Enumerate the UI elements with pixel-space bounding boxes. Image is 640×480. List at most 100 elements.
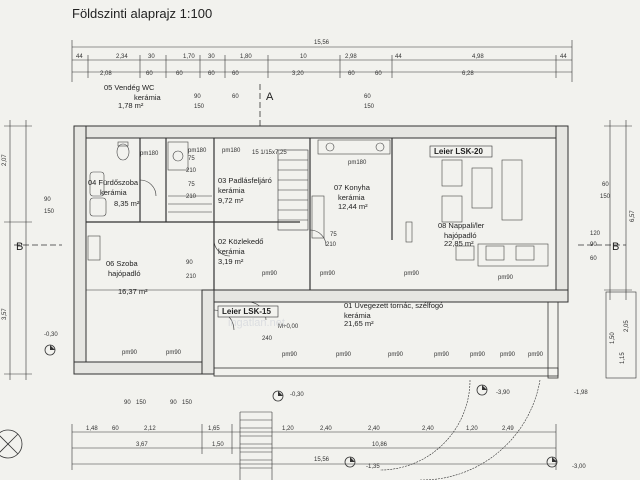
room-name: 08 Nappali/ler: [438, 221, 485, 230]
room-floor: kerámia: [338, 193, 366, 202]
leier-lsk-20: Leier LSK-20: [429, 145, 493, 158]
svg-text:30: 30: [148, 54, 155, 60]
room-floor: hajópadló: [444, 231, 477, 240]
svg-text:120: 120: [590, 231, 601, 237]
svg-text:2,12: 2,12: [144, 426, 156, 432]
svg-text:2,40: 2,40: [368, 426, 380, 432]
svg-text:pm90: pm90: [470, 352, 486, 358]
svg-text:1,20: 1,20: [282, 426, 294, 432]
room-floor: kerámia: [344, 311, 372, 320]
svg-text:pm180: pm180: [222, 148, 241, 154]
room-floor: kerámia: [218, 186, 246, 195]
left-dimension-1: 2,07: [2, 154, 8, 166]
svg-text:A: A: [266, 91, 274, 103]
room-name: 07 Konyha: [334, 183, 371, 192]
svg-text:10: 10: [300, 54, 307, 60]
room-name: 06 Szoba: [106, 259, 139, 268]
room-area: 3,19 m²: [218, 257, 244, 266]
svg-text:pm90: pm90: [404, 271, 420, 277]
svg-text:44: 44: [76, 54, 83, 60]
svg-text:3,20: 3,20: [292, 71, 304, 77]
room-floor: hajópadló: [108, 269, 141, 278]
svg-text:10,86: 10,86: [372, 442, 388, 448]
svg-text:M+0,00: M+0,00: [278, 324, 299, 330]
right-dimension-1: 6,57: [630, 210, 636, 222]
svg-text:210: 210: [186, 274, 197, 280]
svg-text:pm90: pm90: [528, 352, 544, 358]
svg-text:-0,30: -0,30: [44, 332, 58, 338]
svg-text:pm90: pm90: [500, 352, 516, 358]
svg-text:150: 150: [136, 400, 147, 406]
svg-text:pm90: pm90: [498, 275, 514, 281]
svg-text:60: 60: [208, 71, 215, 77]
overall-width-top: 15,56: [314, 40, 330, 46]
svg-text:150: 150: [194, 104, 205, 110]
axis-mark-a: A: [259, 84, 274, 130]
svg-text:1,50: 1,50: [212, 442, 224, 448]
svg-text:60: 60: [112, 426, 119, 432]
furniture: [87, 139, 549, 267]
top-dimension-row1: 44 2,34 30 1,70 30 1,80 10 2,98 44 4,98 …: [76, 54, 567, 60]
svg-text:4,98: 4,98: [472, 54, 484, 60]
svg-text:1,48: 1,48: [86, 426, 98, 432]
svg-text:-3,00: -3,00: [572, 464, 586, 470]
svg-text:150: 150: [44, 209, 55, 215]
top-dimension-lines: [71, 40, 573, 82]
svg-text:2,08: 2,08: [100, 71, 112, 77]
right-dimension-4: 1,15: [620, 352, 626, 364]
room-floor: kerámia: [100, 188, 128, 197]
svg-text:60: 60: [364, 94, 371, 100]
room-floor: kerámia: [218, 247, 246, 256]
svg-text:2,49: 2,49: [502, 426, 514, 432]
overall-width-bottom: 15,56: [314, 457, 330, 463]
svg-text:3,67: 3,67: [136, 442, 148, 448]
svg-text:210: 210: [186, 168, 197, 174]
drawing-title: Földszinti alaprajz 1:100: [72, 6, 212, 21]
svg-text:1,80: 1,80: [240, 54, 252, 60]
svg-text:pm90: pm90: [282, 352, 298, 358]
svg-text:pm90: pm90: [336, 352, 352, 358]
bottom-dimension-lines: [71, 424, 557, 470]
room-area: 22,85 m²: [444, 239, 474, 248]
bottom-dimension-row2: 3,67 1,50 10,86: [136, 442, 388, 448]
svg-text:150: 150: [600, 194, 611, 200]
svg-text:-1,98: -1,98: [574, 390, 588, 396]
svg-text:pm180: pm180: [348, 160, 367, 166]
svg-text:90: 90: [124, 400, 131, 406]
svg-text:pm90: pm90: [434, 352, 450, 358]
room-area: 8,35 m²: [114, 199, 140, 208]
svg-text:pm180: pm180: [188, 148, 207, 154]
svg-text:2,34: 2,34: [116, 54, 128, 60]
top-dimension-row2: 2,08 60 60 60 60 3,20 60 60 6,28: [100, 71, 474, 77]
svg-text:B: B: [612, 241, 619, 253]
svg-text:90: 90: [194, 94, 201, 100]
room-name: 01 Üvegezett tornác, szélfogó: [344, 301, 443, 310]
room-area: 16,37 m²: [118, 287, 148, 296]
svg-text:90: 90: [186, 260, 193, 266]
svg-text:60: 60: [176, 71, 183, 77]
right-dimension-lines: [604, 120, 637, 379]
svg-text:Leier LSK-15: Leier LSK-15: [222, 307, 271, 316]
svg-text:60: 60: [146, 71, 153, 77]
room-area: 21,65 m²: [344, 319, 374, 328]
staircase: [168, 149, 309, 480]
svg-text:44: 44: [560, 54, 567, 60]
svg-text:60: 60: [375, 71, 382, 77]
watermark: ingatlan.net: [228, 317, 285, 329]
interior-walls: [86, 138, 393, 291]
stair-label: 15 1/15x7,25: [252, 150, 287, 156]
door-size-labels: 75 210 75 210 90 210 75 210 M+0,00 240: [186, 156, 337, 342]
svg-text:90: 90: [44, 197, 51, 203]
svg-text:B: B: [16, 241, 23, 253]
svg-text:90: 90: [170, 400, 177, 406]
svg-text:210: 210: [186, 194, 197, 200]
svg-text:60: 60: [590, 256, 597, 262]
svg-text:-1,35: -1,35: [366, 464, 380, 470]
exterior-walls: [73, 125, 569, 379]
room-name: 04 Fürdőszoba: [88, 178, 139, 187]
room-name: 05 Vendég WC: [104, 83, 155, 92]
svg-text:210: 210: [326, 242, 337, 248]
bottom-dimension-row1: 1,48 60 2,12 1,65 1,20 2,40 2,40 2,40 1,…: [86, 426, 514, 432]
svg-text:pm90: pm90: [122, 350, 138, 356]
left-dimension-lines: [4, 120, 32, 380]
